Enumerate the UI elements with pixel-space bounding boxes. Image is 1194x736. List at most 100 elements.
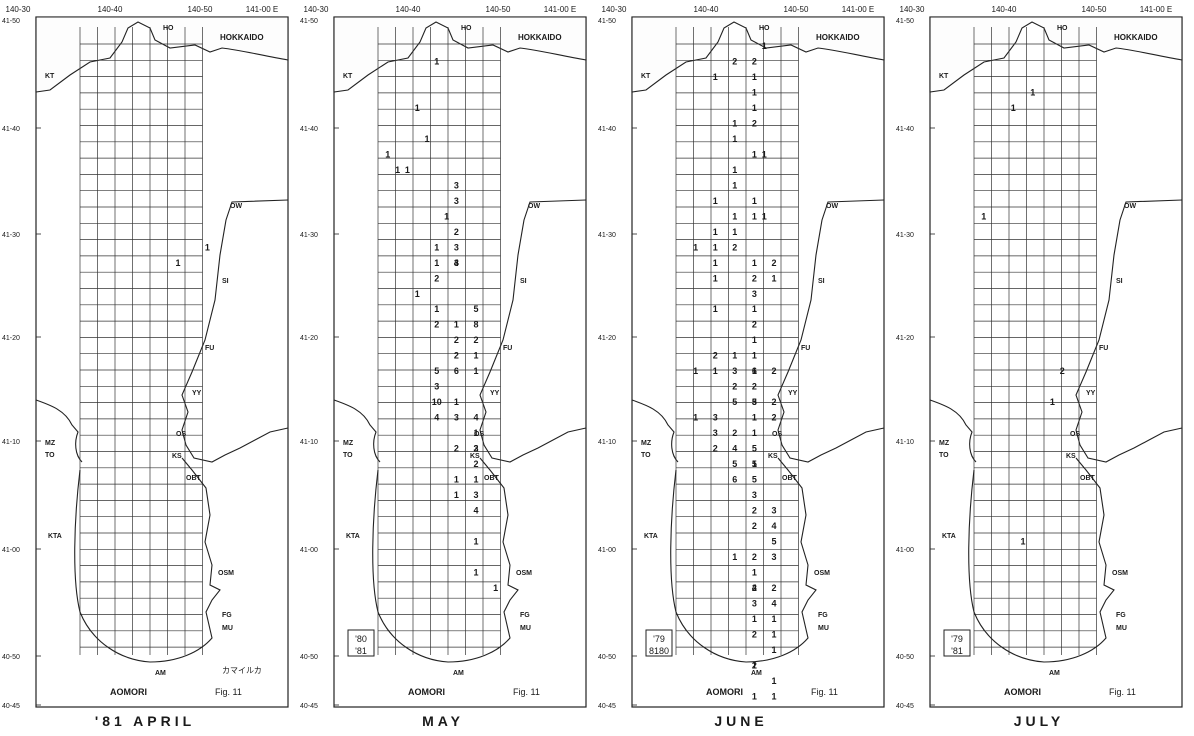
place-label: HO <box>163 25 174 32</box>
latitude-label: 41-10 <box>300 439 318 446</box>
sighting-count: 3 <box>454 258 459 268</box>
place-label: MU <box>520 625 531 632</box>
sighting-count: 2 <box>473 335 478 345</box>
longitude-label: 140-30 <box>6 5 31 14</box>
place-label: OW <box>826 203 838 210</box>
place-label: OW <box>528 203 540 210</box>
sighting-count: 1 <box>713 273 718 283</box>
latitude-label: 41-30 <box>896 232 914 239</box>
sighting-count: 5 <box>752 459 757 469</box>
sighting-count: 2 <box>752 118 757 128</box>
month-label: JUNE <box>714 713 768 729</box>
place-label: FG <box>1116 612 1126 619</box>
sighting-count: 1 <box>762 211 767 221</box>
map-frame <box>631 16 885 708</box>
sighting-count: 1 <box>732 227 737 237</box>
map-frame <box>333 16 587 708</box>
year-label: '80 <box>355 634 367 644</box>
place-label: OSM <box>814 570 830 577</box>
sighting-count: 2 <box>752 660 757 670</box>
sighting-count: 1 <box>693 242 698 252</box>
month-label: JULY <box>1013 713 1065 729</box>
place-label: KT <box>641 73 651 80</box>
year-label: '79 <box>951 634 963 644</box>
sighting-count: 2 <box>732 56 737 66</box>
sighting-count: 1 <box>385 149 390 159</box>
sighting-count: 1 <box>752 428 757 438</box>
longitude-label: 140-30 <box>900 5 925 14</box>
place-label: KTA <box>644 533 658 540</box>
latitude-label: 41-30 <box>598 232 616 239</box>
sighting-count: 3 <box>713 428 718 438</box>
year-label: '81 <box>951 646 963 656</box>
sighting-count: 3 <box>752 490 757 500</box>
sighting-count: 1 <box>415 103 420 113</box>
sighting-count: 1 <box>771 614 776 624</box>
sighting-count: 4 <box>473 413 478 423</box>
latitude-label: 41-30 <box>300 232 318 239</box>
place-label: AM <box>751 670 762 677</box>
sighting-count: 1 <box>771 273 776 283</box>
sighting-count: 1 <box>1030 87 1035 97</box>
sighting-count: 2 <box>473 459 478 469</box>
longitude-label: 140-40 <box>396 5 421 14</box>
figure-label: Fig. 11 <box>811 687 838 697</box>
place-label: OSM <box>516 570 532 577</box>
sighting-count: 1 <box>732 552 737 562</box>
sighting-count: 1 <box>473 475 478 485</box>
sighting-count: 2 <box>732 428 737 438</box>
aomori-label: AOMORI <box>1004 687 1041 697</box>
sighting-count: 1 <box>1011 103 1016 113</box>
sighting-count: 3 <box>713 413 718 423</box>
place-label: OS <box>772 431 782 438</box>
sighting-count: 2 <box>771 397 776 407</box>
place-label: FG <box>222 612 232 619</box>
tsugaru-coast <box>631 399 679 463</box>
sighting-count: 2 <box>752 552 757 562</box>
mutsu-bay-coast <box>670 457 817 663</box>
sighting-count: 2 <box>752 320 757 330</box>
sighting-count: 1 <box>752 103 757 113</box>
latitude-label: 41-00 <box>300 547 318 554</box>
sighting-count: 2 <box>1060 366 1065 376</box>
latitude-label: 41-20 <box>896 335 914 342</box>
place-label: AM <box>453 670 464 677</box>
month-label: MAY <box>422 713 464 729</box>
place-label: OBT <box>782 475 798 482</box>
hokkaido-coast <box>929 16 1183 93</box>
sighting-count: 3 <box>771 506 776 516</box>
latitude-label: 40-45 <box>2 703 20 710</box>
mutsu-bay-coast <box>372 457 519 663</box>
latitude-label: 40-50 <box>598 654 616 661</box>
sighting-count: 1 <box>762 149 767 159</box>
hokkaido-coast <box>631 16 885 93</box>
sighting-count: 1 <box>771 676 776 686</box>
figure-label: Fig. 11 <box>513 687 540 697</box>
place-label: OS <box>176 431 186 438</box>
place-label: OBT <box>186 475 202 482</box>
sighting-count: 1 <box>434 304 439 314</box>
sighting-count: 1 <box>752 211 757 221</box>
sighting-count: 1 <box>981 211 986 221</box>
sighting-count: 1 <box>713 227 718 237</box>
longitude-label: 140-50 <box>784 5 809 14</box>
place-label: KS <box>172 453 182 460</box>
sighting-count: 1 <box>713 242 718 252</box>
sighting-count: 2 <box>713 444 718 454</box>
place-label: KTA <box>346 533 360 540</box>
sighting-count: 1 <box>752 567 757 577</box>
longitude-label: 140-50 <box>486 5 511 14</box>
place-label: YY <box>192 390 202 397</box>
sighting-count: 3 <box>732 366 737 376</box>
sighting-count: 3 <box>752 598 757 608</box>
latitude-label: 41-50 <box>598 18 616 25</box>
place-label: HO <box>759 25 770 32</box>
longitude-label: 140-30 <box>304 5 329 14</box>
sighting-count: 3 <box>454 180 459 190</box>
sighting-count: 5 <box>434 366 439 376</box>
sighting-count: 1 <box>732 351 737 361</box>
